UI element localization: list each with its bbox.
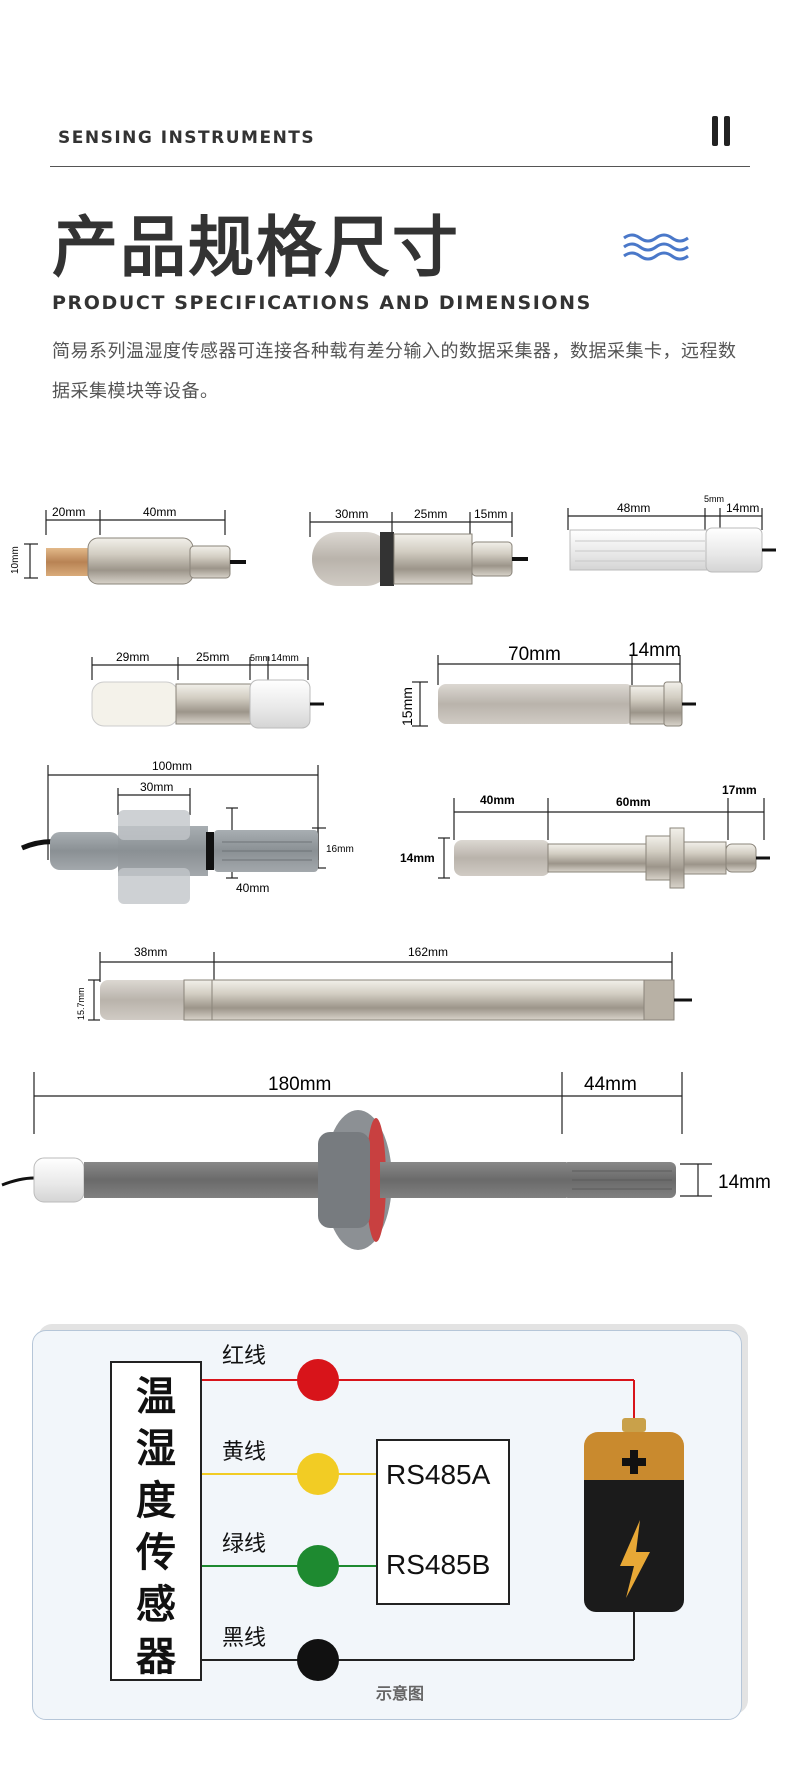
dim-p6-b: 30mm <box>140 780 173 794</box>
red-wire-label: 红线 <box>222 1344 267 1369</box>
battery-icon <box>584 1418 684 1612</box>
dim-p4-c: 5mm <box>250 653 270 663</box>
dim-p4-a: 29mm <box>116 650 149 664</box>
sensor-char: 器 <box>136 1634 176 1680</box>
dim-p7-b: 60mm <box>616 795 651 809</box>
yellow-wire-dot <box>297 1453 339 1495</box>
sensor-char: 传 <box>136 1530 176 1576</box>
sensor-char: 湿 <box>136 1426 176 1472</box>
dim-p9-b: 44mm <box>584 1074 637 1095</box>
rs485-terminal-box: RS485A RS485B <box>376 1439 510 1605</box>
wiring-lines <box>198 1359 684 1681</box>
dim-p9-a: 180mm <box>268 1074 331 1095</box>
sensor-char: 感 <box>136 1582 176 1628</box>
dim-p4-b: 25mm <box>196 650 229 664</box>
dim-p7-h: 14mm <box>400 851 435 865</box>
black-wire-label: 黑线 <box>222 1626 267 1651</box>
wave-icon <box>623 233 689 261</box>
brand-text: SENSING INSTRUMENTS <box>58 128 316 148</box>
sensor-char: 度 <box>136 1478 176 1524</box>
dim-p2-a: 30mm <box>335 507 368 521</box>
dim-p1-h: 10mm <box>10 546 21 574</box>
dim-p6-h: 16mm <box>326 844 354 855</box>
rs485b-label: RS485B <box>386 1549 491 1580</box>
diagram-caption: 示意图 <box>375 1684 424 1703</box>
dim-p1-a: 20mm <box>52 505 85 519</box>
dim-p2-c: 15mm <box>474 507 507 521</box>
dim-p3-b: 5mm <box>704 494 724 504</box>
dim-p3-c: 14mm <box>726 501 759 515</box>
sensor-block: 温 湿 度 传 感 器 <box>110 1361 202 1681</box>
red-wire-dot <box>297 1359 339 1401</box>
page-subtitle: PRODUCT SPECIFICATIONS AND DIMENSIONS <box>52 292 592 314</box>
yellow-wire-label: 黄线 <box>222 1440 267 1465</box>
dim-p7-a: 40mm <box>480 793 515 807</box>
dim-p3-a: 48mm <box>617 501 650 515</box>
dim-p6-c: 40mm <box>236 881 269 895</box>
page-title: 产品规格尺寸 <box>52 209 460 286</box>
dim-p9-h: 14mm <box>718 1172 771 1193</box>
dim-p8-b: 162mm <box>408 945 448 959</box>
dim-p8-h: 15.7mm <box>76 987 86 1020</box>
rs485a-label: RS485A <box>386 1459 491 1490</box>
product-dimensions-drawing: 20mm 40mm 10mm 30mm 25mm 15mm 48mm 5mm 1… <box>1 494 776 1250</box>
green-wire-dot <box>297 1545 339 1587</box>
dim-p1-b: 40mm <box>143 505 176 519</box>
sensor-char: 温 <box>136 1374 176 1420</box>
dim-p5-a: 70mm <box>508 644 561 665</box>
dim-p5-h: 15mm <box>399 687 415 726</box>
dim-p5-b: 14mm <box>628 640 681 661</box>
header-divider <box>50 166 750 167</box>
green-wire-label: 绿线 <box>222 1532 267 1557</box>
dim-p2-b: 25mm <box>414 507 447 521</box>
dim-p8-a: 38mm <box>134 945 167 959</box>
description: 简易系列温湿度传感器可连接各种载有差分输入的数据采集器，数据采集卡，远程数据采集… <box>52 341 737 402</box>
dim-p7-c: 17mm <box>722 783 757 797</box>
dim-p4-d: 14mm <box>271 653 299 664</box>
bars-logo-icon <box>712 116 736 150</box>
black-wire-dot <box>297 1639 339 1681</box>
dim-p6-a: 100mm <box>152 759 192 773</box>
